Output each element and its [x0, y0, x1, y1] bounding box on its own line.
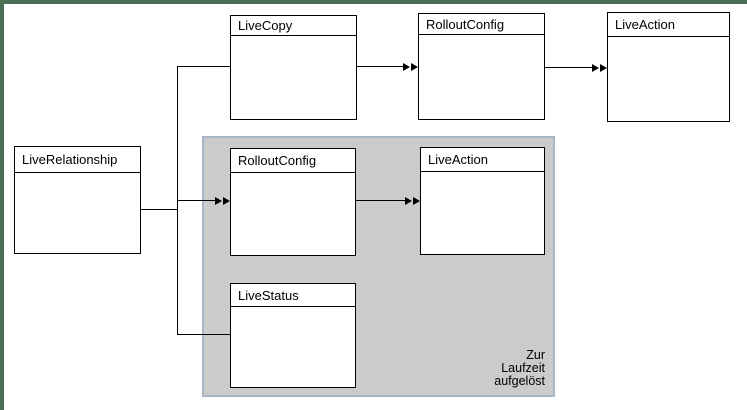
class-title-rolloutconfig-top: RolloutConfig — [419, 14, 544, 35]
class-title-liveaction-runtime: LiveAction — [421, 148, 544, 172]
class-box-liverelationship: LiveRelationship — [14, 146, 141, 254]
class-title-rolloutconfig-runtime: RolloutConfig — [231, 149, 355, 173]
class-box-liveaction-runtime: LiveAction — [420, 147, 545, 255]
class-box-liveaction-top: LiveAction — [607, 12, 730, 122]
runtime-group-note: Zur Laufzeit aufgelöst — [494, 348, 545, 388]
double-arrowhead-icon — [215, 196, 230, 205]
frame-border-top — [0, 0, 747, 4]
connector-rolloutconfig-runtime-to-liveaction-runtime — [356, 200, 406, 201]
class-title-livestatus: LiveStatus — [231, 284, 355, 307]
class-title-livecopy: LiveCopy — [231, 16, 356, 36]
double-arrowhead-icon — [592, 63, 607, 72]
connector-rolloutconfig-to-liveaction — [545, 67, 593, 68]
class-title-liveaction-top: LiveAction — [608, 13, 729, 37]
connector-branch-livecopy — [177, 66, 230, 67]
class-box-livecopy: LiveCopy — [230, 15, 357, 120]
connector-trunk-to-rolloutconfig-runtime — [177, 200, 216, 201]
class-box-rolloutconfig-top: RolloutConfig — [418, 13, 545, 120]
connector-branch-liverelationship — [141, 209, 178, 210]
double-arrowhead-icon — [405, 196, 420, 205]
double-arrowhead-icon — [403, 62, 418, 71]
frame-border-left — [0, 0, 4, 410]
class-title-liverelationship: LiveRelationship — [15, 147, 140, 173]
connector-branch-livestatus — [177, 334, 230, 335]
connector-livecopy-to-rolloutconfig — [357, 66, 404, 67]
class-box-livestatus: LiveStatus — [230, 283, 356, 388]
class-box-rolloutconfig-runtime: RolloutConfig — [230, 148, 356, 256]
